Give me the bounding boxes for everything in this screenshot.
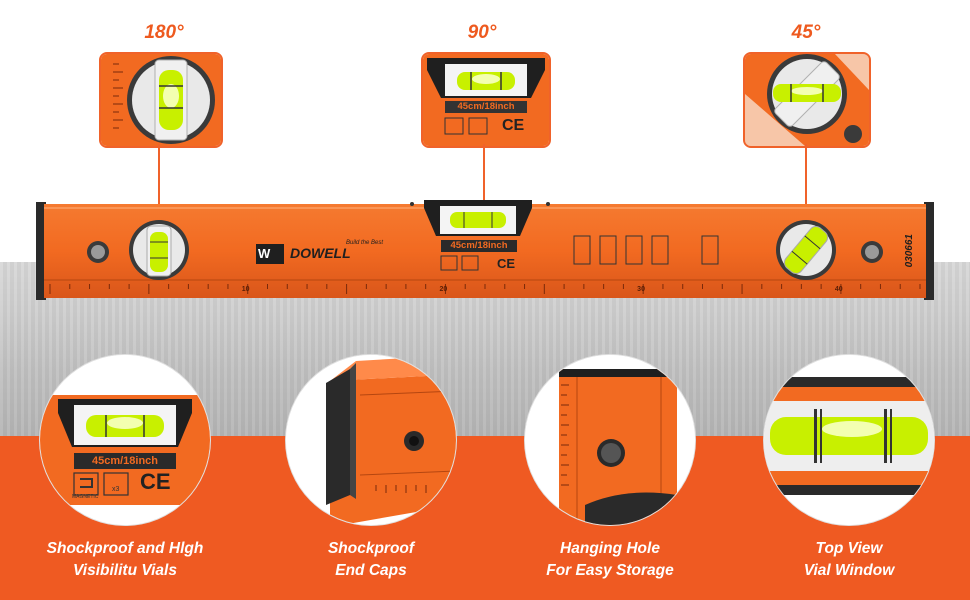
feature-circle-top-view <box>764 355 934 525</box>
caption-vials: Shockproof and Hlgh Visibilitu Vials <box>15 538 235 582</box>
caption-hanging-hole-line1: Hanging Hole <box>560 540 660 557</box>
vial-closeup-illustration <box>40 355 210 525</box>
caption-vials-line1: Shockproof and Hlgh <box>46 540 204 557</box>
end-cap-illustration <box>286 355 456 525</box>
zoom-box-90-vial: 45cm/18inch CE <box>421 52 551 148</box>
caption-hanging-hole-line2: For Easy Storage <box>546 562 674 579</box>
ruler-number: 20 <box>439 286 448 293</box>
caption-vials-line2: Visibilitu Vials <box>73 562 177 579</box>
top-vial-zoom <box>423 54 549 146</box>
caption-top-view: Top View Vial Window <box>739 538 959 582</box>
zoom-box-180-vial <box>99 52 223 148</box>
connector-line-180 <box>158 144 160 226</box>
caption-top-view-line1: Top View <box>815 540 883 557</box>
closeup-size-label: 45cm/18inch <box>91 455 159 467</box>
level-size-label: 45cm/18inch <box>450 240 508 251</box>
feature-circle-hanging-hole <box>525 355 695 525</box>
hanging-hole-illustration <box>525 355 695 525</box>
feature-circle-end-caps <box>286 355 456 525</box>
ruler-number: 30 <box>637 286 645 293</box>
caption-end-caps-line1: Shockproof <box>327 540 415 557</box>
spirit-level: W DOWELL Build the Best 45cm/18inch CE 0… <box>36 200 934 302</box>
closeup-ce-mark-icon: CE <box>140 469 171 494</box>
ruler-number: 40 <box>834 286 843 293</box>
feature-circle-vials: 45cm/18inch MAGNETIC x3 CE <box>40 355 210 525</box>
caption-end-caps-line2: End Caps <box>335 562 407 579</box>
brand-name: DOWELL <box>290 245 351 261</box>
caption-top-view-line2: Vial Window <box>803 562 895 579</box>
connector-line-45 <box>805 144 807 230</box>
brand-slogan: Build the Best <box>346 240 384 246</box>
caption-hanging-hole: Hanging Hole For Easy Storage <box>500 538 720 582</box>
magnet-icon: MAGNETIC <box>72 494 99 500</box>
angle-label-180: 180° <box>144 22 184 43</box>
ruler-number: 10 <box>241 286 250 293</box>
angle-label-45: 45° <box>791 22 821 43</box>
model-number: 030661 <box>904 234 915 268</box>
angle-label-90: 90° <box>467 22 497 43</box>
connector-line-90 <box>483 144 485 222</box>
angled-vial-zoom <box>745 54 869 146</box>
vial-count-label: x3 <box>112 486 120 493</box>
zoom-size-label: 45cm/18inch <box>457 101 515 112</box>
level-body-art <box>36 200 934 300</box>
vertical-vial-zoom <box>101 54 221 146</box>
top-view-vial-illustration <box>764 355 934 525</box>
caption-end-caps: Shockproof End Caps <box>261 538 481 582</box>
zoom-ce-mark-icon: CE <box>502 117 525 134</box>
zoom-box-45-vial <box>743 52 871 148</box>
ce-mark-icon: CE <box>497 256 516 271</box>
brand-logo-mark: W <box>258 246 271 261</box>
